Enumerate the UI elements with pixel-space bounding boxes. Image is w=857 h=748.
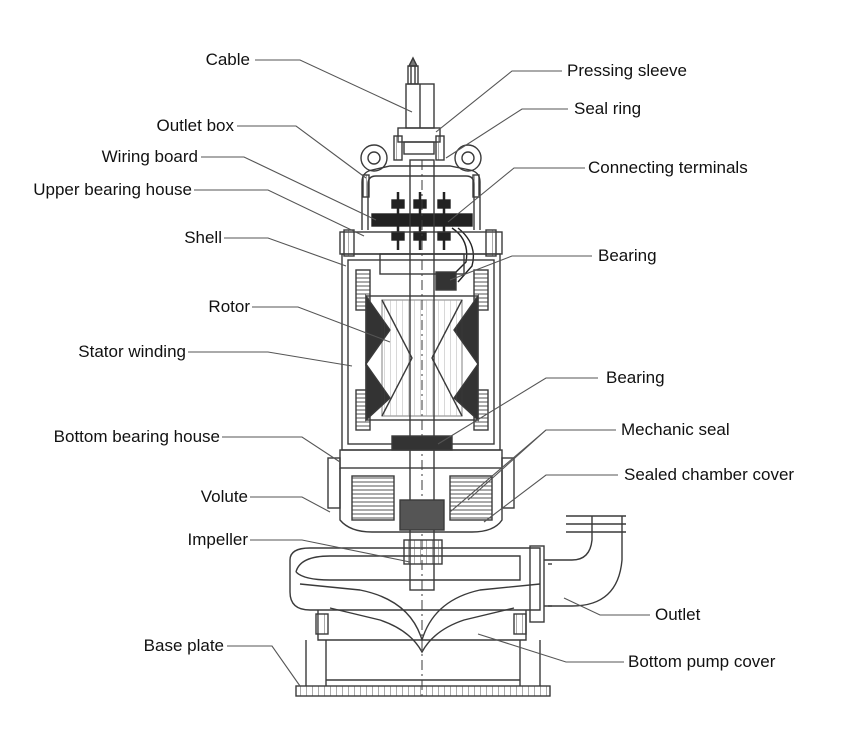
leader-seal-ring (445, 108, 568, 159)
leader-cable (255, 59, 413, 113)
leader-wiring-board (201, 156, 377, 221)
bottom-pump-cover-drawing (315, 610, 527, 641)
label-bearing-upper: Bearing (598, 246, 657, 265)
label-impeller: Impeller (187, 530, 248, 549)
label-wiring-board: Wiring board (101, 147, 198, 166)
leader-outlet (563, 597, 650, 616)
cable-drawing (405, 56, 435, 129)
leader-impeller (250, 539, 411, 563)
label-mechanic-seal: Mechanic seal (621, 420, 730, 439)
pump-body (289, 56, 626, 700)
leader-connecting-terminals (447, 167, 585, 223)
label-bottom-bearing-house: Bottom bearing house (53, 427, 220, 446)
leader-bearing-lower (437, 377, 598, 445)
outlet-elbow-drawing (529, 515, 626, 623)
leader-outlet-box (237, 125, 367, 179)
label-base-plate: Base plate (143, 636, 224, 655)
shaft-drawing (409, 159, 435, 700)
leader-shell (224, 237, 347, 267)
label-bearing-lower: Bearing (606, 368, 665, 387)
label-outlet: Outlet (655, 605, 701, 624)
label-upper-bearing-house: Upper bearing house (33, 180, 192, 199)
leader-volute (250, 496, 331, 513)
label-outlet-box: Outlet box (156, 116, 235, 135)
label-shell: Shell (184, 228, 222, 247)
label-connecting-terminals: Connecting terminals (588, 158, 748, 177)
label-bottom-pump-cover: Bottom pump cover (628, 652, 776, 671)
leader-pressing-sleeve (435, 70, 562, 133)
leader-bottom-bearing-house (222, 436, 341, 463)
volute-drawing (289, 547, 541, 641)
leader-sealed-chamber-cover (483, 474, 618, 523)
terminals-drawing (371, 192, 475, 283)
upper-bearing-house-drawing (339, 229, 503, 291)
label-pressing-sleeve: Pressing sleeve (567, 61, 688, 80)
leader-mechanic-seal-b (467, 429, 547, 501)
leader-base-plate (227, 645, 301, 687)
base-plate-drawing (295, 640, 551, 697)
label-seal-ring: Seal ring (574, 99, 642, 118)
label-cable: Cable (205, 50, 250, 69)
leader-bearing-upper (449, 255, 592, 281)
leader-rotor (252, 306, 391, 343)
label-volute: Volute (200, 487, 248, 506)
stator-rotor-drawing (365, 293, 479, 422)
label-sealed-chamber-cover: Sealed chamber cover (624, 465, 795, 484)
leader-lines (188, 59, 650, 687)
leader-upper-bearing-house (194, 189, 365, 237)
outlet-box-drawing (360, 127, 482, 230)
label-rotor: Rotor (208, 297, 250, 316)
impeller-drawing (329, 539, 515, 654)
leader-stator-winding (188, 351, 353, 367)
leader-bottom-pump-cover (477, 633, 624, 663)
label-stator-winding: Stator winding (78, 342, 186, 361)
bottom-bearing-house-drawing (327, 435, 515, 533)
